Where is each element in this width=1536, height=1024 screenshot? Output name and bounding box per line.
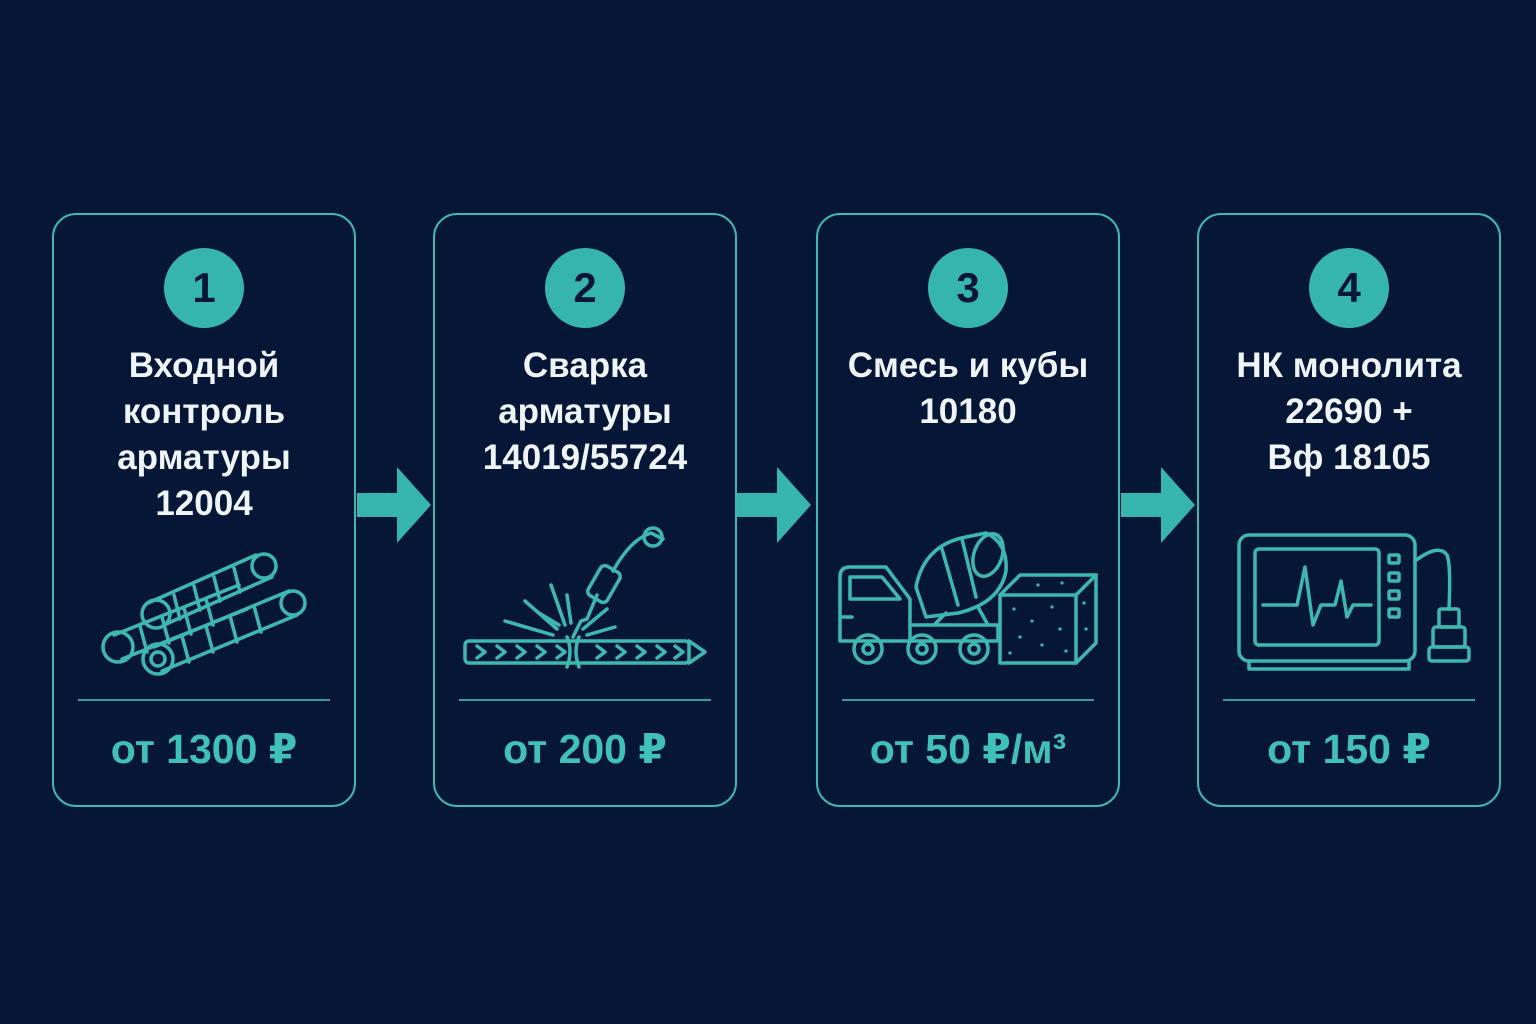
step-number-badge: 2: [545, 248, 625, 328]
rebar-bundle-icon: [101, 552, 307, 676]
welding-torch-icon: [463, 526, 707, 669]
arrow-right-icon: [737, 467, 811, 543]
arrow-right-icon: [357, 467, 431, 543]
card-divider: [459, 699, 711, 701]
step-title-line: Смесь и кубы: [847, 346, 1089, 385]
step-price: от 200 ₽: [503, 726, 667, 772]
step-title-line: 14019/55724: [482, 438, 688, 477]
concrete-mixer-truck-icon: [838, 531, 1098, 665]
step-card-3: 3 Смесь и кубы 10180 от 50 ₽/м³: [816, 213, 1120, 807]
step-card-1: 1 Входной контроль арматуры 12004 от 130…: [52, 213, 356, 807]
step-card-2: 2 Сварка арматуры 14019/55724 от 200 ₽: [433, 213, 737, 807]
step-price: от 1300 ₽: [110, 726, 298, 772]
step-title-line: арматуры: [498, 392, 672, 431]
card-divider: [1223, 699, 1475, 701]
step-title-line: контроль: [122, 392, 286, 431]
step-number-badge: 1: [164, 248, 244, 328]
step-title-line: 22690 +: [1285, 392, 1413, 431]
step-title-line: 12004: [155, 484, 253, 523]
step-number-badge: 4: [1309, 248, 1389, 328]
step-price: от 150 ₽: [1267, 726, 1431, 772]
arrow-right-icon: [1121, 467, 1195, 543]
step-number-badge: 3: [928, 248, 1008, 328]
step-title-line: арматуры: [117, 438, 291, 477]
step-title: Сварка арматуры 14019/55724: [443, 343, 727, 481]
card-divider: [78, 699, 330, 701]
flaw-detector-icon: [1237, 533, 1471, 671]
step-price: от 50 ₽/м³: [869, 726, 1067, 772]
step-card-4: 4 НК монолита 22690 + Вф 18105 от 150 ₽: [1197, 213, 1501, 807]
step-title-line: 10180: [919, 392, 1017, 431]
card-divider: [842, 699, 1094, 701]
step-title-line: НК монолита: [1236, 346, 1462, 385]
step-title: Смесь и кубы 10180: [826, 343, 1110, 435]
step-title-line: Входной: [128, 346, 280, 385]
step-title-line: Вф 18105: [1267, 438, 1431, 477]
step-title: Входной контроль арматуры 12004: [62, 343, 346, 527]
step-title-line: Сварка: [522, 346, 648, 385]
step-title: НК монолита 22690 + Вф 18105: [1207, 343, 1491, 481]
